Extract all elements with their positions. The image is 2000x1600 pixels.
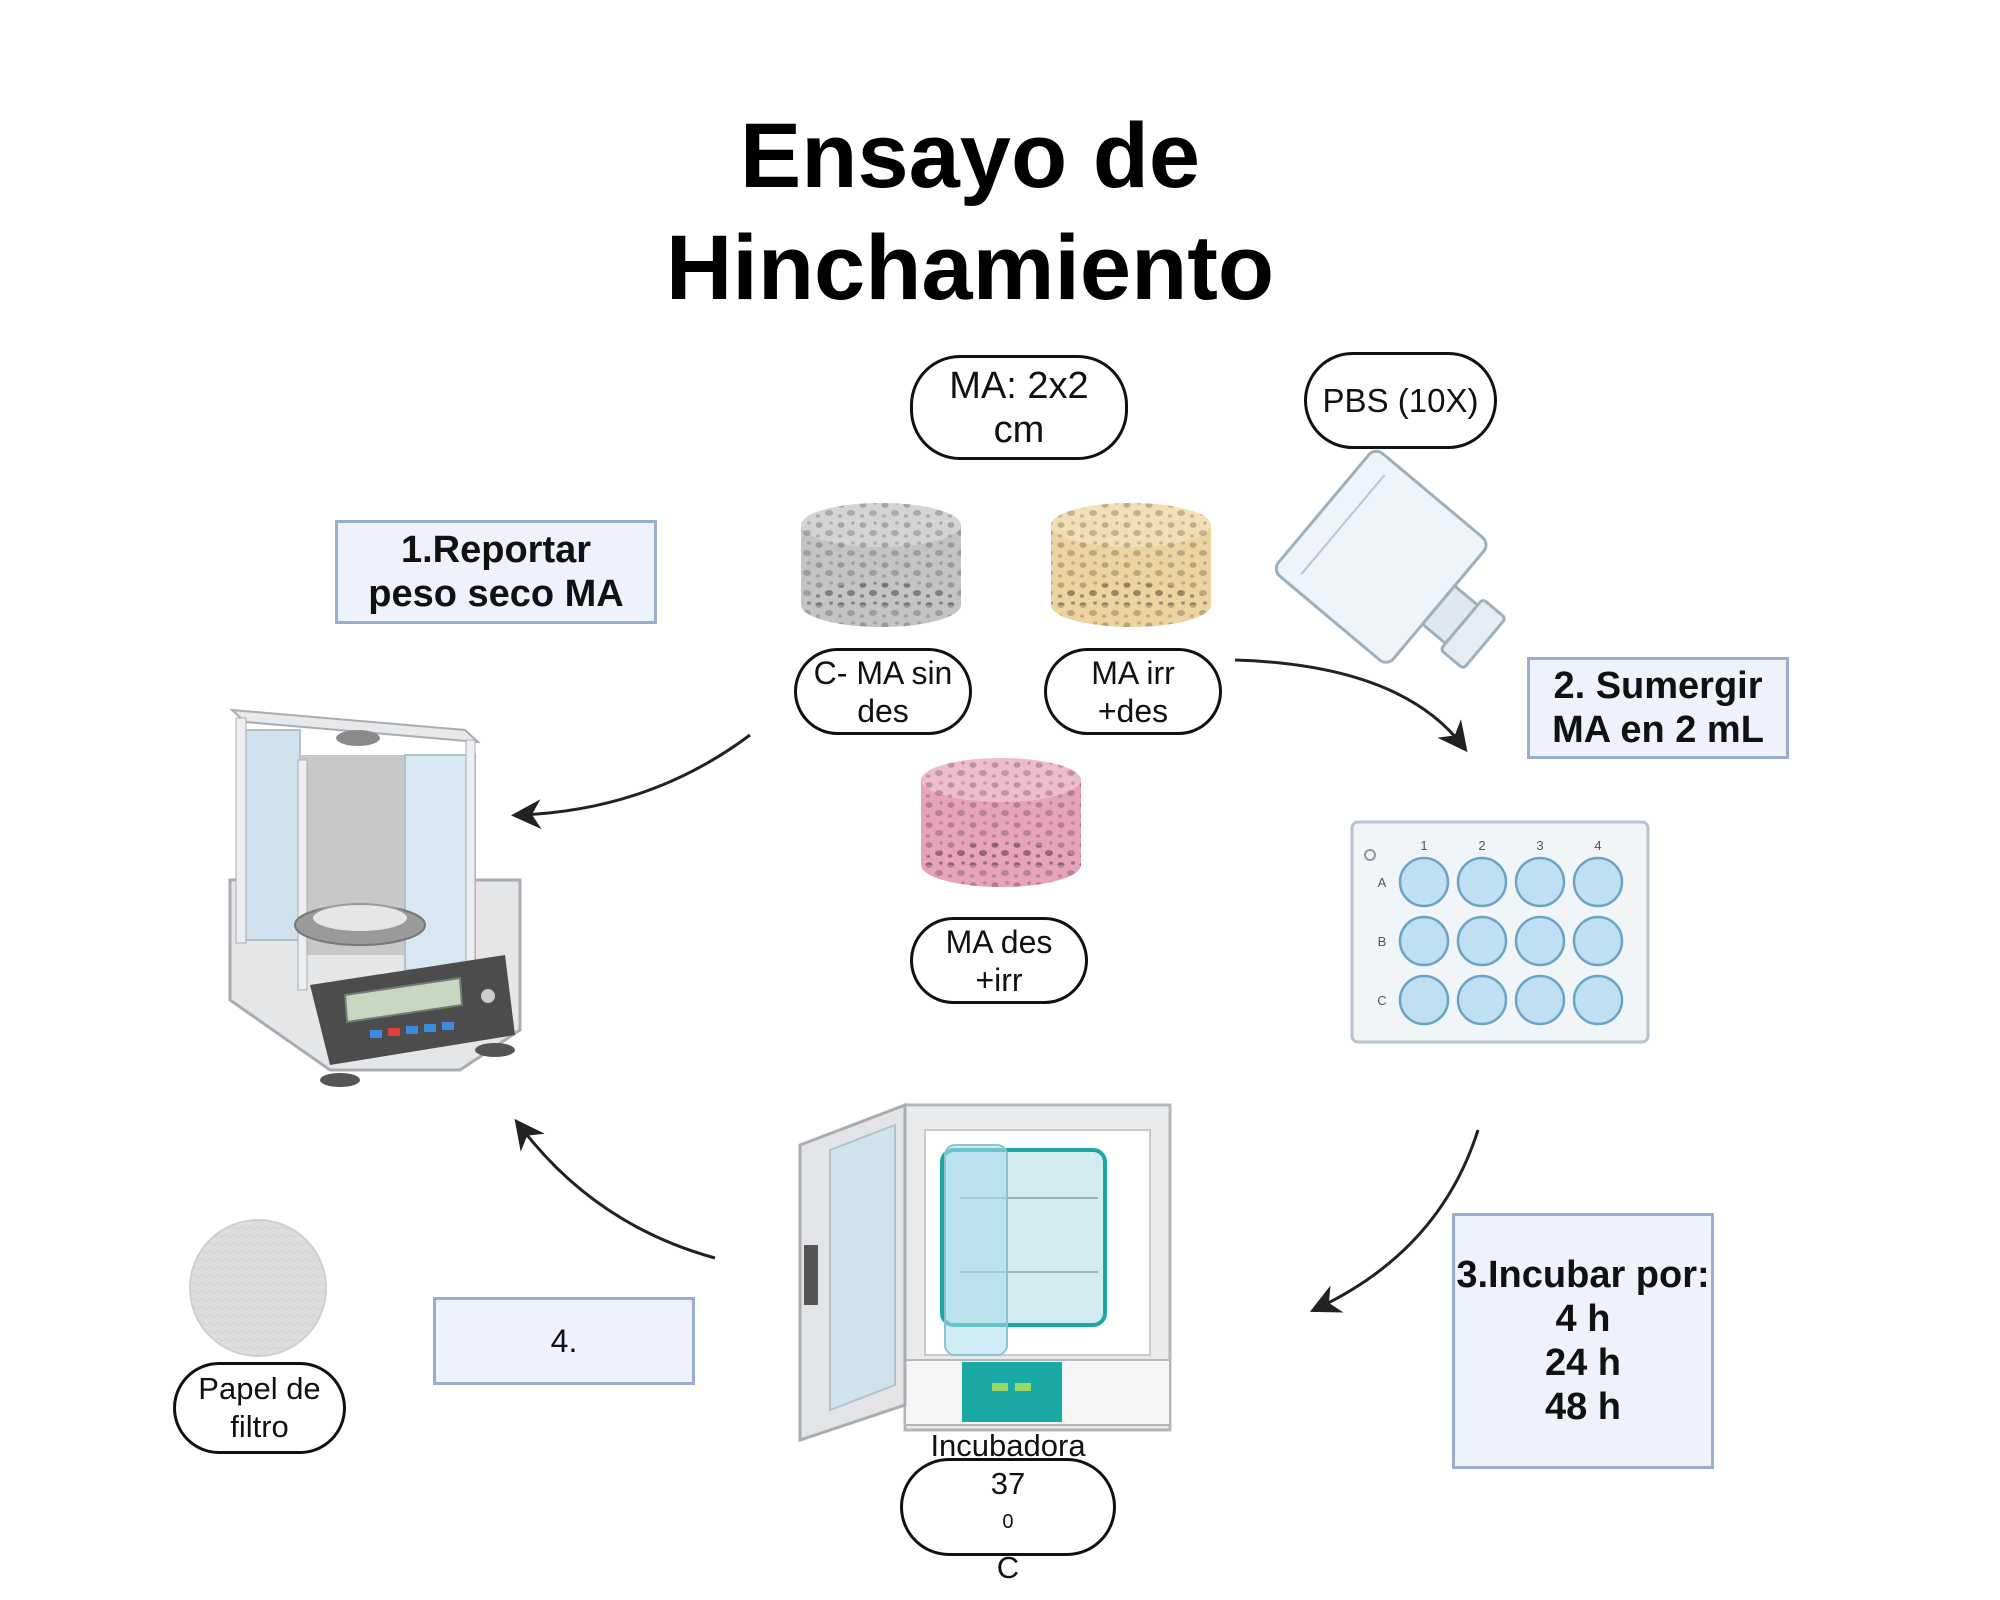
step1-line2: peso seco MA — [368, 573, 624, 615]
filter-paper-line2: filtro — [230, 1409, 289, 1444]
pbs-label: PBS (10X) — [1304, 352, 1497, 449]
title-line-1: Ensayo de — [739, 105, 1201, 207]
step3-line1: 3.Incubar por: — [1456, 1254, 1710, 1296]
arrow-to-balance — [511, 733, 751, 830]
plate-well — [1398, 974, 1450, 1026]
plate-well — [1456, 856, 1508, 908]
step4-label: 4. — [550, 1323, 578, 1359]
filter-paper-line1: Papel de — [198, 1371, 321, 1406]
sample-irr-line1: MA irr — [1091, 654, 1175, 691]
incubator-temp: 37 — [990, 1466, 1026, 1502]
step2-box: 2. Sumergir MA en 2 mL — [1527, 657, 1789, 759]
pbs-text: PBS (10X) — [1322, 381, 1479, 419]
sample-irr-icon — [1051, 503, 1211, 627]
title-line-2: Hinchamiento — [665, 217, 1275, 319]
sample-des-line1: MA des — [945, 923, 1053, 960]
plate-col-label: 1 — [1420, 838, 1427, 853]
well-plate-icon: 1 2 3 4 A B C — [1350, 820, 1650, 1044]
plate-col-label: 3 — [1536, 838, 1543, 853]
step2-line1: 2. Sumergir — [1553, 665, 1763, 707]
sample-des-label: MA des +irr — [910, 917, 1088, 1004]
step3-line2: 4 h — [1555, 1298, 1611, 1340]
ma-size-line1: MA: 2x2 — [949, 364, 1089, 407]
step1-box: 1.Reportar peso seco MA — [335, 520, 657, 624]
incubator-unit: C — [996, 1549, 1020, 1585]
plate-well — [1398, 915, 1450, 967]
plate-row-label: C — [1377, 993, 1386, 1008]
filter-paper-icon — [189, 1219, 327, 1357]
plate-well — [1456, 974, 1508, 1026]
step3-line3: 24 h — [1544, 1342, 1622, 1384]
arrow-to-incubator — [1309, 1129, 1480, 1313]
sample-neg-line2: des — [857, 692, 909, 729]
plate-col-label: 4 — [1594, 838, 1601, 853]
plate-well — [1514, 856, 1566, 908]
arrow-back-to-balance — [514, 1118, 716, 1260]
step3-line4: 48 h — [1544, 1386, 1622, 1428]
plate-row-label: B — [1378, 934, 1387, 949]
plate-well — [1572, 915, 1624, 967]
sample-irr-line2: +des — [1097, 692, 1169, 729]
plate-well — [1572, 974, 1624, 1026]
arrow-to-plate — [1234, 658, 1468, 753]
plate-well — [1398, 856, 1450, 908]
sample-neg-line1: C- MA sin — [813, 654, 953, 691]
step3-box: 3.Incubar por: 4 h 24 h 48 h — [1452, 1213, 1714, 1469]
step4-box: 4. — [433, 1297, 695, 1385]
plate-col-label: 2 — [1478, 838, 1485, 853]
sample-neg-icon — [801, 503, 961, 627]
filter-paper-label: Papel de filtro — [173, 1362, 346, 1454]
plate-row-label: A — [1378, 875, 1387, 890]
step1-line1: 1.Reportar — [400, 529, 592, 571]
page-title: Ensayo de Hinchamiento — [500, 100, 1440, 324]
ma-size-line2: cm — [993, 408, 1045, 451]
ma-size-label: MA: 2x2 cm — [910, 355, 1128, 460]
sample-des-icon — [921, 758, 1081, 887]
analytical-balance-icon — [228, 708, 522, 1087]
incubator-degree: 0 — [1002, 1511, 1014, 1534]
sample-irr-label: MA irr +des — [1044, 648, 1222, 735]
plate-well — [1572, 856, 1624, 908]
incubator-icon — [798, 1102, 1172, 1443]
sample-des-line2: +irr — [975, 961, 1023, 998]
step2-line2: MA en 2 mL — [1552, 709, 1764, 751]
plate-well — [1514, 915, 1566, 967]
plate-well — [1514, 974, 1566, 1026]
sample-neg-label: C- MA sin des — [794, 648, 972, 735]
incubator-line1: Incubadora — [930, 1428, 1086, 1464]
plate-well — [1456, 915, 1508, 967]
pbs-bottle-icon — [1274, 449, 1506, 669]
